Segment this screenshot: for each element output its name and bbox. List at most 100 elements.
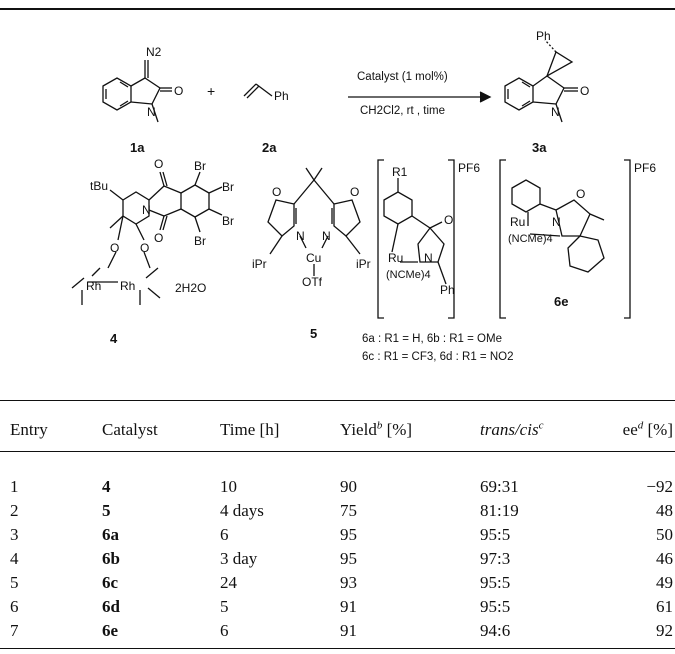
table-top-rule [0, 400, 675, 401]
cell-catalyst: 6e [102, 621, 119, 640]
header-ee-footnote: d [637, 419, 644, 432]
plus-sign: + [207, 83, 215, 99]
compound-1a-structure [102, 60, 172, 123]
label-6e: 6e [554, 294, 568, 309]
cell-catalyst: 6c [102, 573, 119, 592]
n-label-5a: N [296, 229, 305, 243]
ncme-label-6: (NCMe)4 [386, 269, 431, 281]
table-bottom-rule [0, 648, 675, 649]
solvent-condition: CH2Cl2, rt , time [360, 105, 445, 117]
label-1a: 1a [130, 140, 145, 155]
compound-3a-structure [504, 39, 578, 123]
cell-time: 6 [220, 525, 229, 544]
cell-ee: −92 [646, 477, 673, 496]
br-label-1: Br [194, 159, 206, 173]
o-label-5a: O [272, 185, 281, 199]
cell-catalyst: 5 [102, 501, 111, 520]
n-label: N [147, 105, 156, 119]
ncme-label-6e: (NCMe)4 [508, 233, 553, 245]
cell-catalyst: 6d [102, 597, 120, 616]
br-label-3: Br [222, 214, 234, 228]
reaction-arrow [348, 91, 492, 103]
o-label-6e: O [576, 187, 585, 201]
cell-yield: 91 [340, 621, 357, 640]
cell-time: 10 [220, 477, 237, 496]
ipr-label-5b: iPr [356, 257, 371, 271]
table-row: 2 5 4 days 75 81:19 48 [0, 501, 675, 525]
r1-label: R1 [392, 165, 408, 179]
header-ee-text: ee [622, 420, 638, 439]
carbonyl-o-label-3a: O [580, 84, 589, 98]
cell-ee: 49 [656, 573, 673, 592]
o-label-6: O [444, 213, 453, 227]
cell-yield: 90 [340, 477, 357, 496]
cell-time: 6 [220, 621, 229, 640]
ipr-label-5a: iPr [252, 257, 267, 271]
cell-ratio: 94:6 [480, 621, 511, 640]
pf6-label-6: PF6 [458, 161, 480, 175]
cell-ratio: 95:5 [480, 597, 511, 616]
rh-label-2: Rh [120, 279, 135, 293]
cell-ratio: 95:5 [480, 573, 511, 592]
cell-ee: 92 [656, 621, 673, 640]
table-row: 1 4 10 90 69:31 −92 [0, 477, 675, 501]
br-label-2: Br [222, 180, 234, 194]
pf6-label-6e: PF6 [634, 161, 656, 175]
catalyst-condition: Catalyst (1 mol%) [357, 71, 448, 83]
ph-label-3a: Ph [536, 29, 551, 43]
table-header-row: Entry Catalyst Time [h] Yieldb [%] trans… [0, 420, 675, 444]
catalyst-6-caption-line1: 6a : R1 = H, 6b : R1 = OMe [362, 333, 502, 345]
catalyst-6-caption-line2: 6c : R1 = CF3, 6d : R1 = NO2 [362, 351, 513, 363]
header-time: Time [h] [220, 420, 280, 439]
o-label-5b: O [350, 185, 359, 199]
cell-time: 24 [220, 573, 237, 592]
cell-catalyst: 6a [102, 525, 119, 544]
cell-catalyst: 6b [102, 549, 120, 568]
n-label-4: N [142, 203, 151, 217]
ru-label-6e: Ru [510, 215, 525, 229]
o-label-4a: O [154, 157, 163, 171]
header-yield: Yieldb [%] [340, 420, 412, 440]
water-label: 2H2O [175, 281, 206, 295]
cell-yield: 75 [340, 501, 357, 520]
header-catalyst: Catalyst [102, 420, 158, 439]
cell-ratio: 81:19 [480, 501, 519, 520]
header-ee: eed [%] [595, 420, 675, 440]
cell-ratio: 95:5 [480, 525, 511, 544]
catalyst-6e-structure [499, 159, 631, 319]
cell-entry: 5 [10, 573, 19, 592]
o-label-4c: O [110, 241, 119, 255]
header-yield-unit: [%] [386, 420, 413, 439]
cell-yield: 93 [340, 573, 357, 592]
label-4: 4 [110, 331, 118, 346]
table-row: 6 6d 5 91 95:5 61 [0, 597, 675, 621]
rh-label-1: Rh [86, 279, 101, 293]
cell-ratio: 69:31 [480, 477, 519, 496]
compound-2a-structure [243, 83, 273, 99]
cell-entry: 2 [10, 501, 19, 520]
top-rule [0, 8, 675, 10]
header-ratio: trans/cisc [480, 420, 543, 440]
reaction-scheme: N2 O N + Ph Catalyst (1 mol%) CH2Cl2, rt… [71, 29, 656, 363]
br-label-4: Br [194, 234, 206, 248]
cell-entry: 6 [10, 597, 19, 616]
carbonyl-o-label: O [174, 84, 183, 98]
catalyst-5-structure [267, 167, 361, 276]
catalyst-4-structure [71, 171, 223, 305]
cell-yield: 95 [340, 525, 357, 544]
n2-label: N2 [146, 45, 162, 59]
cell-yield: 95 [340, 549, 357, 568]
o-label-4b: O [154, 231, 163, 245]
o-label-4d: O [140, 241, 149, 255]
ph-label-6: Ph [440, 283, 455, 297]
header-yield-text: Yield [340, 420, 377, 439]
otf-label: OTf [302, 275, 323, 289]
cell-ee: 61 [656, 597, 673, 616]
label-2a: 2a [262, 140, 277, 155]
label-5: 5 [310, 326, 317, 341]
table-row: 4 6b 3 day 95 97:3 46 [0, 549, 675, 573]
header-ee-unit: [%] [647, 420, 673, 439]
cell-time: 5 [220, 597, 229, 616]
cell-entry: 4 [10, 549, 19, 568]
cell-entry: 7 [10, 621, 19, 640]
